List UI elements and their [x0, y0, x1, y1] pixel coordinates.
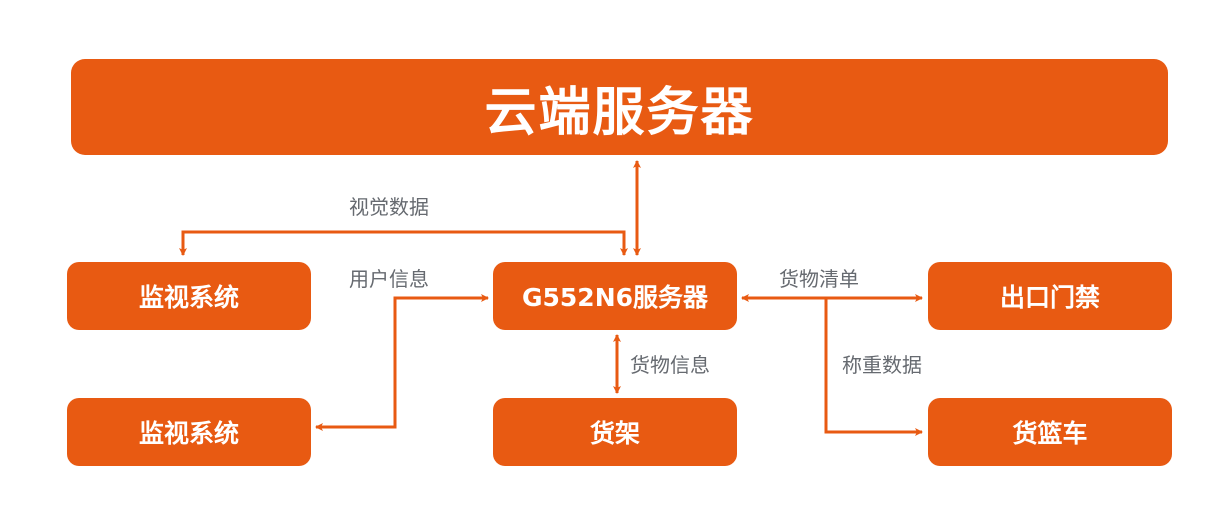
monitor-system-top-box: 监视系统: [67, 262, 311, 330]
weighing-data-label: 称重数据: [842, 353, 922, 377]
weighing-data-arrow: [824, 298, 923, 436]
user-info-arrow: [315, 294, 489, 431]
monitor-system-bottom-label: 监视系统: [138, 419, 239, 448]
visual-data-arrow: [179, 230, 628, 256]
cloud-server-box: 云端服务器: [71, 59, 1168, 155]
g552n6-server-box: G552N6服务器: [493, 262, 737, 330]
cloud-server-label: 云端服务器: [484, 82, 755, 143]
user-info-label: 用户信息: [349, 267, 429, 291]
shelf-box: 货架: [493, 398, 737, 466]
goods-list-label: 货物清单: [779, 267, 859, 291]
goods-info-label: 货物信息: [630, 353, 710, 377]
exit-gate-box: 出口门禁: [928, 262, 1172, 330]
exit-gate-label: 出口门禁: [999, 283, 1100, 312]
monitor-system-bottom-box: 监视系统: [67, 398, 311, 466]
basket-cart-label: 货篮车: [1012, 419, 1088, 448]
shelf-label: 货架: [589, 419, 640, 448]
monitor-system-top-label: 监视系统: [138, 283, 239, 312]
visual-data-label: 视觉数据: [349, 195, 429, 219]
basket-cart-box: 货篮车: [928, 398, 1172, 466]
g552n6-server-label: G552N6服务器: [521, 283, 709, 312]
